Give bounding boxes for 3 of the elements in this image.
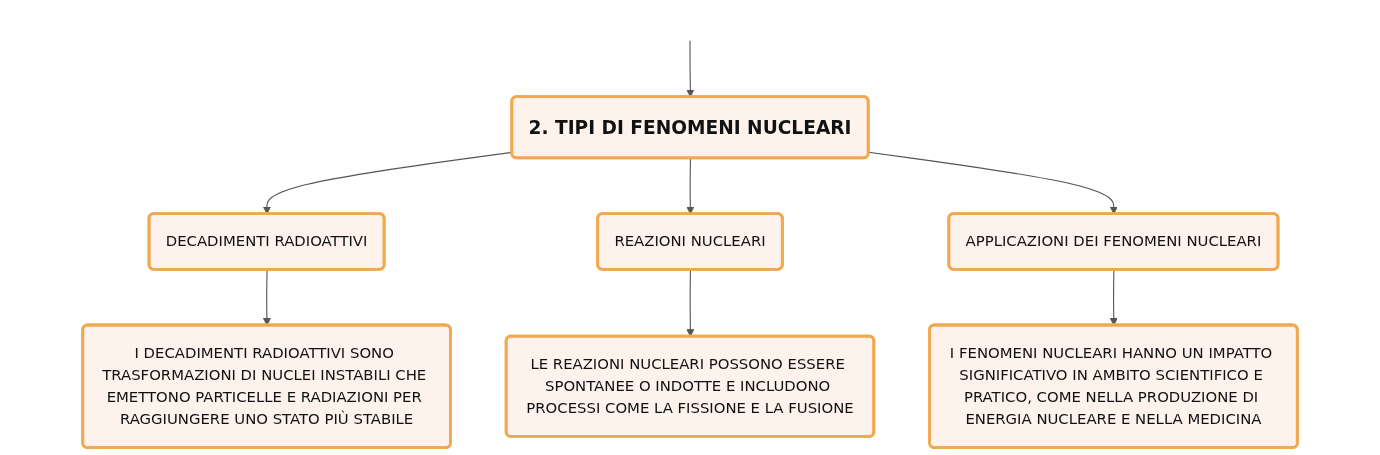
arrow	[262, 269, 271, 326]
arrow	[686, 269, 695, 337]
arrow	[1109, 269, 1118, 326]
